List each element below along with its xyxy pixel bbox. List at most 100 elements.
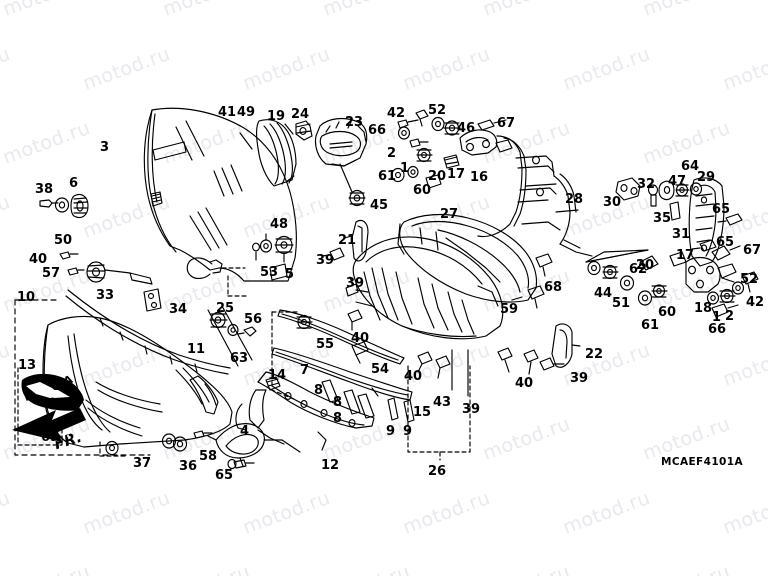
part-callout[interactable]: 52 <box>428 103 447 118</box>
part-callout[interactable]: 22 <box>585 347 604 362</box>
part-callout[interactable]: 16 <box>470 170 489 185</box>
part-callout[interactable]: 51 <box>612 296 631 311</box>
part-callout[interactable]: 2 <box>725 309 735 324</box>
part-callout[interactable]: 19 <box>267 109 286 124</box>
part-callout[interactable]: 64 <box>681 159 700 174</box>
part-callout[interactable]: 38 <box>35 182 54 197</box>
part-callout[interactable]: 56 <box>244 312 263 327</box>
part-callout[interactable]: 68 <box>544 280 563 295</box>
fastener-24 <box>295 120 313 141</box>
part-callout[interactable]: 59 <box>500 302 519 317</box>
part-callout[interactable]: 6 <box>69 176 79 191</box>
part-callout[interactable]: 27 <box>440 207 459 222</box>
part-callout[interactable]: 29 <box>697 170 716 185</box>
part-callout[interactable]: 24 <box>291 107 310 122</box>
part-callout[interactable]: 7 <box>300 363 310 378</box>
part-callout[interactable]: 17 <box>676 248 695 263</box>
part-callout[interactable]: 9 <box>386 424 396 439</box>
part-callout[interactable]: 30 <box>603 195 622 210</box>
part-callout[interactable]: 1 <box>712 310 722 325</box>
part-callout[interactable]: 28 <box>565 192 584 207</box>
part-windscreen <box>143 107 297 297</box>
part-callout[interactable]: 26 <box>428 464 447 479</box>
part-callout[interactable]: 44 <box>594 286 613 301</box>
part-callout[interactable]: 4 <box>240 424 250 439</box>
part-callout[interactable]: 55 <box>316 337 335 352</box>
part-callout[interactable]: 47 <box>668 174 687 189</box>
part-callout[interactable]: 36 <box>179 459 198 474</box>
part-callout[interactable]: 61 <box>378 169 397 184</box>
part-27-inner-frame <box>352 213 538 340</box>
part-callout[interactable]: 58 <box>199 449 218 464</box>
part-callout[interactable]: 46 <box>457 121 476 136</box>
front-direction-arrow <box>12 408 86 442</box>
part-callout[interactable]: 62 <box>629 262 648 277</box>
part-callout[interactable]: 65 <box>215 468 234 483</box>
part-callout[interactable]: 17 <box>447 167 466 182</box>
part-callout[interactable]: 21 <box>338 233 357 248</box>
part-callout[interactable]: 67 <box>743 243 762 258</box>
part-callout[interactable]: 39 <box>570 371 589 386</box>
part-callout[interactable]: 48 <box>270 217 289 232</box>
part-callout[interactable]: 40 <box>515 376 534 391</box>
part-callout[interactable]: 20 <box>428 169 447 184</box>
part-callout[interactable]: 10 <box>17 290 36 305</box>
part-8-clips <box>321 379 375 419</box>
part-callout[interactable]: 11 <box>187 342 206 357</box>
part-callout[interactable]: 61 <box>641 318 660 333</box>
part-callout[interactable]: 41 <box>218 105 237 120</box>
part-callout[interactable]: 53 <box>260 265 279 280</box>
part-callout[interactable]: 49 <box>237 105 256 120</box>
part-callout[interactable]: 18 <box>694 301 713 316</box>
part-callout[interactable]: 63 <box>230 351 249 366</box>
part-callout[interactable]: 14 <box>268 368 287 383</box>
part-callout[interactable]: 69 <box>41 430 60 445</box>
part-callout[interactable]: 45 <box>370 198 389 213</box>
part-callout[interactable]: 66 <box>708 322 727 337</box>
part-callout[interactable]: 52 <box>740 272 759 287</box>
part-callout[interactable]: 34 <box>169 302 188 317</box>
part-callout[interactable]: 5 <box>285 267 295 282</box>
part-callout[interactable]: 60 <box>658 305 677 320</box>
part-callout[interactable]: 57 <box>42 266 61 281</box>
part-callout[interactable]: 39 <box>346 276 365 291</box>
part-callout[interactable]: 65 <box>712 202 731 217</box>
part-callout[interactable]: 40 <box>404 369 423 384</box>
part-callout[interactable]: 32 <box>637 177 656 192</box>
part-callout[interactable]: 54 <box>371 362 390 377</box>
part-callout[interactable]: 12 <box>321 458 340 473</box>
part-callout[interactable]: 65 <box>716 235 735 250</box>
part-callout[interactable]: 35 <box>653 211 672 226</box>
part-callout[interactable]: 25 <box>216 301 235 316</box>
part-callout[interactable]: 20 <box>636 258 655 273</box>
part-callout[interactable]: 3 <box>100 140 110 155</box>
part-callout[interactable]: 43 <box>433 395 452 410</box>
part-callout[interactable]: 31 <box>672 227 691 242</box>
part-callout[interactable]: 13 <box>18 358 37 373</box>
part-callout[interactable]: 9 <box>403 424 413 439</box>
part-callout[interactable]: 42 <box>387 106 406 121</box>
part-callout[interactable]: 33 <box>96 288 115 303</box>
part-callout[interactable]: 67 <box>497 116 516 131</box>
part-13-upper-cowl <box>17 315 233 457</box>
part-callout[interactable]: 2 <box>387 146 397 161</box>
part-callout[interactable]: 15 <box>413 405 432 420</box>
part-callout[interactable]: 8 <box>333 395 343 410</box>
part-callout[interactable]: 8 <box>333 411 343 426</box>
part-callout[interactable]: 40 <box>351 331 370 346</box>
part-28-stay <box>477 135 593 257</box>
part-callout[interactable]: 37 <box>133 456 152 471</box>
diagram-code: MCAEF4101A <box>661 456 743 468</box>
fastener-68-59 <box>511 253 553 309</box>
part-callout[interactable]: 23 <box>345 115 364 130</box>
part-callout[interactable]: 60 <box>413 183 432 198</box>
part-callout[interactable]: 66 <box>368 123 387 138</box>
part-callout[interactable]: 8 <box>314 383 324 398</box>
part-callout[interactable]: 42 <box>746 295 765 310</box>
part-callout[interactable]: 1 <box>400 161 410 176</box>
part-callout[interactable]: 50 <box>54 233 73 248</box>
part-callout[interactable]: 40 <box>29 252 48 267</box>
part-callout[interactable]: 39 <box>316 253 335 268</box>
part-callout[interactable]: 39 <box>462 402 481 417</box>
